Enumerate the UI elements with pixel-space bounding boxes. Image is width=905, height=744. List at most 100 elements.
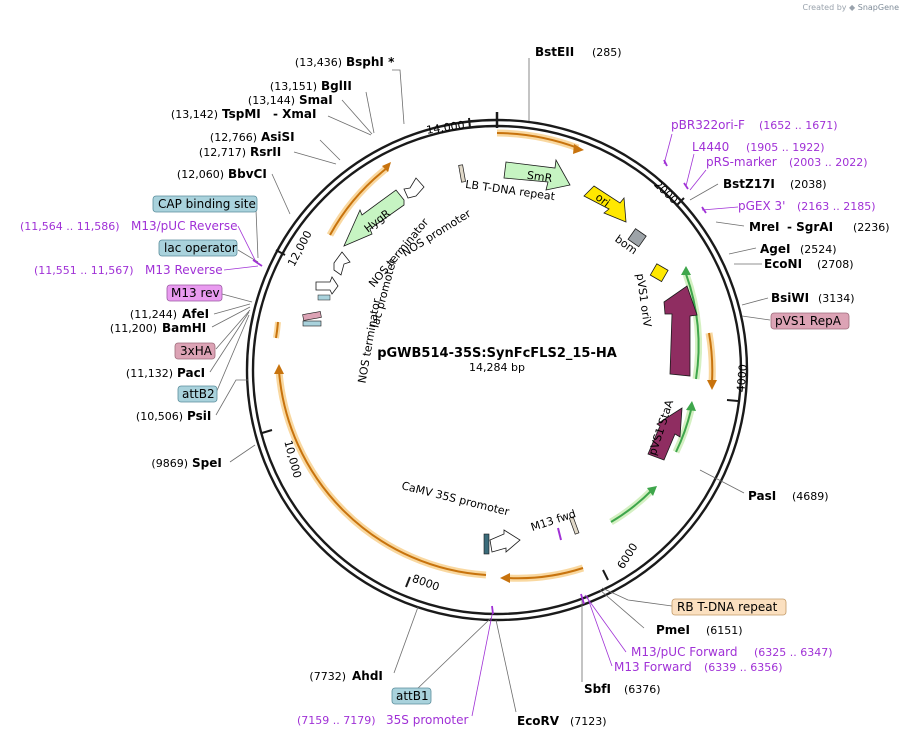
enzyme-name-spei: SpeI [192, 456, 222, 470]
box-attb2-label: attB2 [182, 387, 215, 401]
camv-35s-label: CaMV 35S promoter [400, 479, 511, 518]
box-lac-operator-label: lac operator [164, 241, 237, 255]
enzyme-name-mrei: MreI [749, 220, 779, 234]
box-cap-binding-site-label: CAP binding site [158, 197, 256, 211]
arc-left-big-orange-head [274, 364, 284, 374]
tick-mark-14000 [468, 117, 471, 129]
primer-range-35s: (7159 .. 7179) [297, 714, 376, 727]
mark-m13puc-rev [252, 259, 263, 267]
enzyme-name-bsiwi: BsiWI [771, 291, 809, 305]
enzyme-pos-pasi: (4689) [792, 490, 829, 503]
box-m13-rev-label: M13 rev [171, 286, 220, 300]
ori-arrow [583, 185, 627, 223]
nos-terminator-bottom-label: NOS terminator [355, 297, 383, 384]
backbone [245, 112, 749, 622]
leader-ecoRV [495, 619, 517, 713]
arc-pvs1-green-head [681, 266, 691, 275]
map-center: pGWB514-35S:SynFcFLS2_15-HA 14,284 bp [377, 346, 617, 374]
credit-brand: SnapGene [857, 3, 899, 12]
m13-rev-mark [302, 311, 322, 321]
leader-ahdI [393, 606, 419, 674]
box-3xha [174, 342, 216, 360]
leader-afeI [213, 303, 251, 315]
mark-pgex [701, 206, 707, 214]
enzyme-name2-sgrai: - SgrAI [787, 220, 833, 234]
primer-name-prs: pRS-marker [706, 155, 777, 169]
primer-name-l4440: L4440 [692, 140, 729, 154]
enzyme-pos-mrei: (2236) [853, 221, 890, 234]
enzyme-labels-right: BstEII (285) BstZ17I (2038) MreI - SgrAI… [517, 45, 890, 728]
primer-range-m13-fwd: (6339 .. 6356) [704, 661, 783, 674]
enzyme-name-pasi: PasI [748, 489, 776, 503]
plasmid-size: 14,284 bp [469, 361, 525, 374]
arc-left-short-orange [275, 321, 279, 339]
plasmid-name: pGWB514-35S:SynFcFLS2_15-HA [377, 346, 617, 361]
mark-l4440 [683, 182, 689, 190]
enzyme-name-rsrii: RsrII [250, 145, 281, 159]
leader-attb2 [215, 314, 250, 394]
m13-fwd-primer-mark [557, 527, 562, 541]
box-lac-operator [158, 239, 238, 257]
box-3xha-label: 3xHA [180, 344, 213, 358]
nos-promoter-arrow [403, 177, 425, 199]
mark-m13puc-fwd [580, 593, 585, 605]
hygr-arrow [343, 189, 405, 247]
leader-pmeI [599, 589, 645, 629]
tick-label-8000: 8000 [410, 572, 441, 594]
credit-prefix: Created by [802, 3, 847, 12]
tick-mark-2000 [675, 197, 685, 207]
arc-bottom-orange-head [500, 573, 510, 583]
leader-bbvCI [271, 173, 291, 215]
enzyme-name-bamhi: BamHI [162, 321, 206, 335]
leader-pasI [699, 469, 745, 494]
enzyme-pos-bsiwi: (3134) [818, 292, 855, 305]
enzyme-name2-xmai: - XmaI [273, 107, 316, 121]
enzyme-name-smai: SmaI [299, 93, 333, 107]
mark-35s-primer [491, 605, 494, 615]
enzyme-name-econi: EcoNI [764, 257, 802, 271]
leader-smaI [341, 99, 373, 135]
tick-label-6000: 6000 [615, 541, 641, 572]
tick-mark-10000 [261, 429, 273, 434]
boxed-feature-labels: CAP binding site lac operator M13 rev 3x… [152, 195, 850, 705]
box-rb-repeat-label: RB T-DNA repeat [677, 600, 778, 614]
leader-m13puc-rev [237, 225, 257, 263]
leader-rsrII [293, 151, 337, 165]
enzyme-pos-bsteii: (285) [592, 46, 622, 59]
leader-bsphI [392, 69, 405, 125]
tick-mark-6000 [602, 569, 609, 581]
box-attb1-label: attB1 [396, 689, 429, 703]
arc-top-orange [496, 132, 579, 149]
leader-35s-primer [471, 609, 494, 717]
enzyme-pos-bamhi: (11,200) [110, 322, 157, 335]
arc-right-orange-head [707, 380, 717, 390]
enzyme-name-paci: PacI [177, 366, 205, 380]
pvs1-oriv-label: pVS1 oriV [633, 273, 653, 329]
leader-psiI [215, 379, 248, 416]
arc-topleft-orange-head [382, 162, 391, 172]
arc-top-orange-head [573, 144, 584, 154]
enzyme-pos-sbfi: (6376) [624, 683, 661, 696]
tick-mark-12000 [275, 249, 286, 256]
enzyme-name-ecorv: EcoRV [517, 714, 560, 728]
primer-name-m13puc-rev: M13/pUC Reverse [131, 219, 238, 233]
m13-fwd-label: M13 fwd [529, 507, 577, 534]
leader-xmaI [327, 115, 372, 136]
leader-bstZ17I [689, 183, 719, 201]
leader-m13puc-fwd [584, 594, 627, 653]
tick-label-12000: 12,000 [285, 229, 315, 269]
leader-bsiwI [741, 297, 769, 306]
primer-range-prs: (2003 .. 2022) [789, 156, 868, 169]
mark-pbr322 [663, 159, 668, 167]
primer-name-m13puc-fwd: M13/pUC Forward [631, 645, 738, 659]
enzyme-pos-paci: (11,132) [126, 367, 173, 380]
pvs1-oriv-feature [649, 263, 669, 283]
tick-mark-4000 [726, 399, 739, 402]
enzyme-name-sbfi: SbfI [584, 682, 611, 696]
arc-lower-green-head [647, 486, 657, 496]
primer-range-pgex: (2163 .. 2185) [797, 200, 876, 213]
enzyme-pos-ahdi: (7732) [309, 670, 346, 683]
enzyme-pos-ecorv: (7123) [570, 715, 607, 728]
